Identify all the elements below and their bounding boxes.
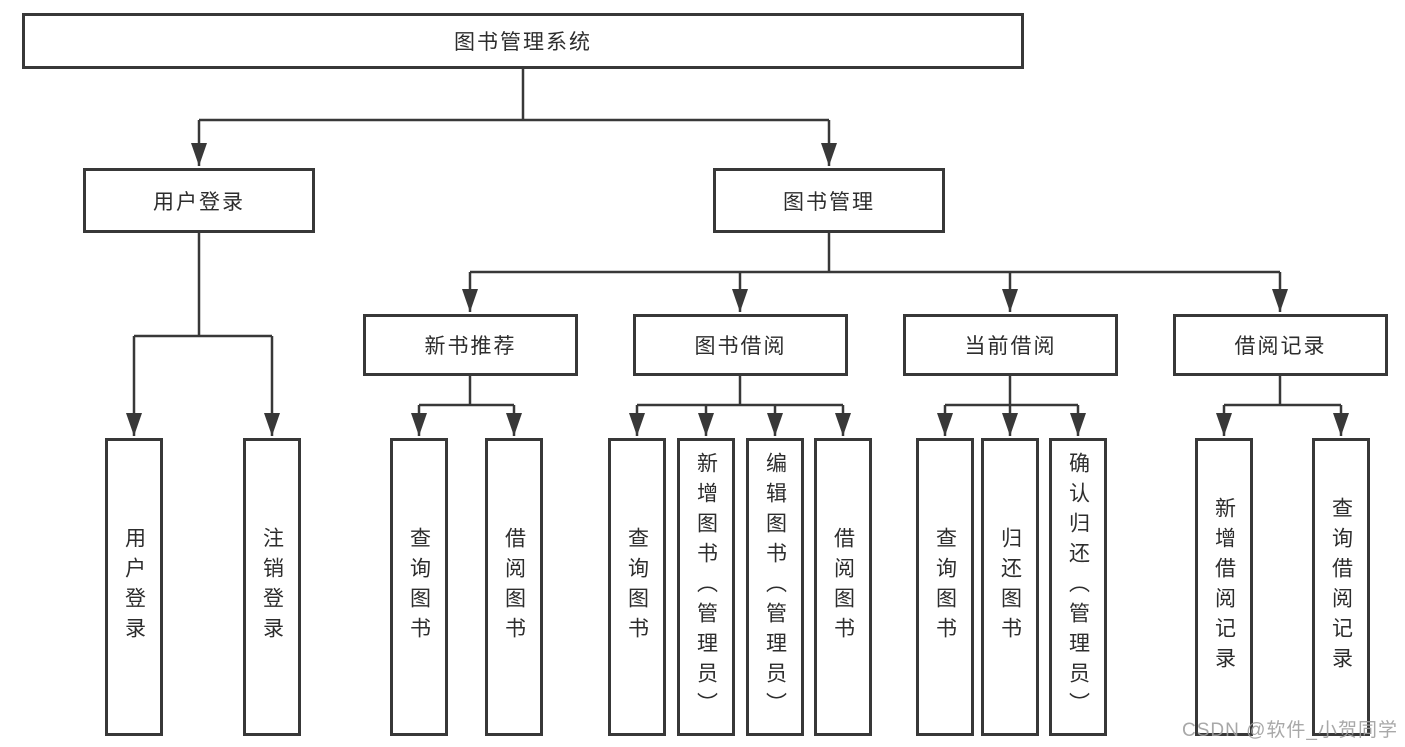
- leaf-borrow-books-borrow-label: 借阅图书: [831, 527, 855, 647]
- node-new-book-recommend: 新书推荐: [363, 314, 578, 376]
- leaf-query-books-borrow: 查询图书: [608, 438, 666, 736]
- leaf-edit-book-admin: 编辑图书（管理员）: [746, 438, 804, 736]
- leaf-return-books: 归还图书: [981, 438, 1039, 736]
- leaf-add-borrow-record-label: 新增借阅记录: [1212, 497, 1236, 677]
- leaf-edit-book-admin-label: 编辑图书（管理员）: [763, 452, 787, 722]
- node-current-borrowing: 当前借阅: [903, 314, 1118, 376]
- leaf-user-login: 用户登录: [105, 438, 163, 736]
- leaf-query-books-current: 查询图书: [916, 438, 974, 736]
- node-user-login: 用户登录: [83, 168, 315, 233]
- leaf-query-books-recommend: 查询图书: [390, 438, 448, 736]
- node-book-borrowing: 图书借阅: [633, 314, 848, 376]
- leaf-user-login-label: 用户登录: [122, 527, 146, 647]
- leaf-query-books-recommend-label: 查询图书: [407, 527, 431, 647]
- leaf-query-books-borrow-label: 查询图书: [625, 527, 649, 647]
- leaf-borrow-books-recommend: 借阅图书: [485, 438, 543, 736]
- leaf-add-book-admin: 新增图书（管理员）: [677, 438, 735, 736]
- leaf-logout: 注销登录: [243, 438, 301, 736]
- leaf-add-borrow-record: 新增借阅记录: [1195, 438, 1253, 736]
- leaf-confirm-return-admin: 确认归还（管理员）: [1049, 438, 1107, 736]
- leaf-borrow-books-borrow: 借阅图书: [814, 438, 872, 736]
- leaf-confirm-return-admin-label: 确认归还（管理员）: [1066, 452, 1090, 722]
- leaf-query-borrow-record-label: 查询借阅记录: [1329, 497, 1353, 677]
- node-book-management: 图书管理: [713, 168, 945, 233]
- leaf-query-borrow-record: 查询借阅记录: [1312, 438, 1370, 736]
- leaf-add-book-admin-label: 新增图书（管理员）: [694, 452, 718, 722]
- leaf-borrow-books-recommend-label: 借阅图书: [502, 527, 526, 647]
- node-borrowing-records: 借阅记录: [1173, 314, 1388, 376]
- leaf-logout-label: 注销登录: [260, 527, 284, 647]
- leaf-query-books-current-label: 查询图书: [933, 527, 957, 647]
- csdn-watermark: CSDN @软件_小贺同学: [1182, 720, 1398, 741]
- leaf-return-books-label: 归还图书: [998, 527, 1022, 647]
- node-library-system: 图书管理系统: [22, 13, 1024, 69]
